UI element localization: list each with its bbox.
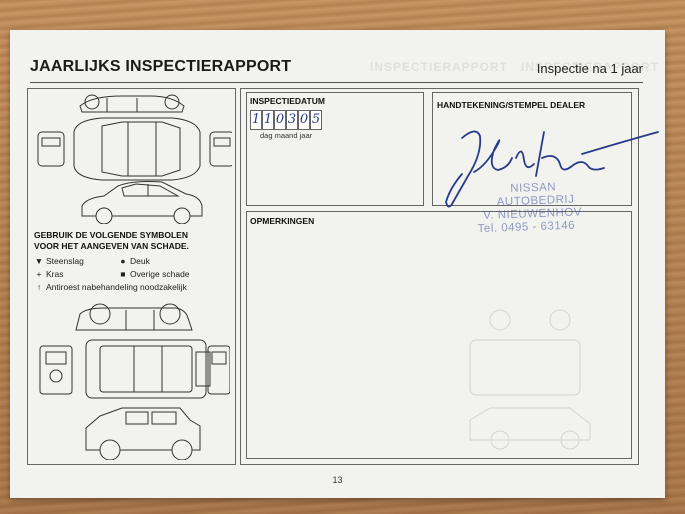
date-digit-year-2: 5 <box>310 110 322 130</box>
inspection-date-box <box>246 92 424 206</box>
dot-icon: ● <box>120 256 126 266</box>
legend-item-steenslag: ▼Steenslag <box>34 256 84 266</box>
dealer-signature-label: HANDTEKENING/STEMPEL DEALER <box>437 100 586 110</box>
legend-label: Overige schade <box>130 269 190 279</box>
legend-item-kras: + Kras <box>34 269 64 279</box>
damage-diagram-box <box>27 88 236 465</box>
arrow-up-icon: ↑ <box>36 282 42 292</box>
page-number: 13 <box>332 475 343 485</box>
inspection-date-label: INSPECTIEDATUM <box>250 96 325 106</box>
handwritten-signature <box>445 130 659 208</box>
dealer-signature-box <box>432 92 632 206</box>
bleed-through-text: INSPECTIERAPPORT INSPECTIERAPPORT <box>370 60 660 74</box>
square-icon: ■ <box>120 269 126 279</box>
legend-label: Steenslag <box>46 256 84 266</box>
page-title: JAARLIJKS INSPECTIERAPPORT <box>30 58 292 75</box>
legend-label: Kras <box>46 269 64 279</box>
legend-heading: GEBRUIK DE VOLGENDE SYMBOLEN VOOR HET AA… <box>34 230 234 252</box>
date-digit-month-1: 0 <box>274 110 286 130</box>
plus-icon: + <box>36 269 42 279</box>
legend-item-antiroest: ↑ Antiroest nabehandeling noodzakelijk <box>34 282 187 292</box>
legend-label: Deuk <box>130 256 150 266</box>
header-rule <box>30 82 643 83</box>
booklet-page: INSPECTIERAPPORT INSPECTIERAPPORT JAARLI… <box>10 30 665 498</box>
suv-damage-diagram <box>39 303 230 460</box>
remarks-label: OPMERKINGEN <box>250 216 315 226</box>
legend-item-deuk: ● Deuk <box>118 256 150 266</box>
legend-item-overige-schade: ■ Overige schade <box>118 269 190 279</box>
legend-label: Antiroest nabehandeling noodzakelijk <box>46 282 187 292</box>
date-digit-year-1: 0 <box>298 110 310 130</box>
sedan-damage-diagram <box>37 94 232 224</box>
legend-heading-line-2: VOOR HET AANGEVEN VAN SCHADE. <box>34 241 189 251</box>
remarks-box <box>246 211 632 459</box>
page-subtitle: Inspectie na 1 jaar <box>536 61 643 76</box>
date-digit-day-2: 1 <box>262 110 274 130</box>
date-format-hint: dag maand jaar <box>260 131 313 140</box>
triangle-icon: ▼ <box>34 256 44 266</box>
inspection-details-box <box>240 88 639 465</box>
legend-heading-line-1: GEBRUIK DE VOLGENDE SYMBOLEN <box>34 230 188 240</box>
date-digit-day-1: 1 <box>250 110 262 130</box>
date-digit-month-2: 3 <box>286 110 298 130</box>
bleed-through-car-outline <box>469 309 591 450</box>
